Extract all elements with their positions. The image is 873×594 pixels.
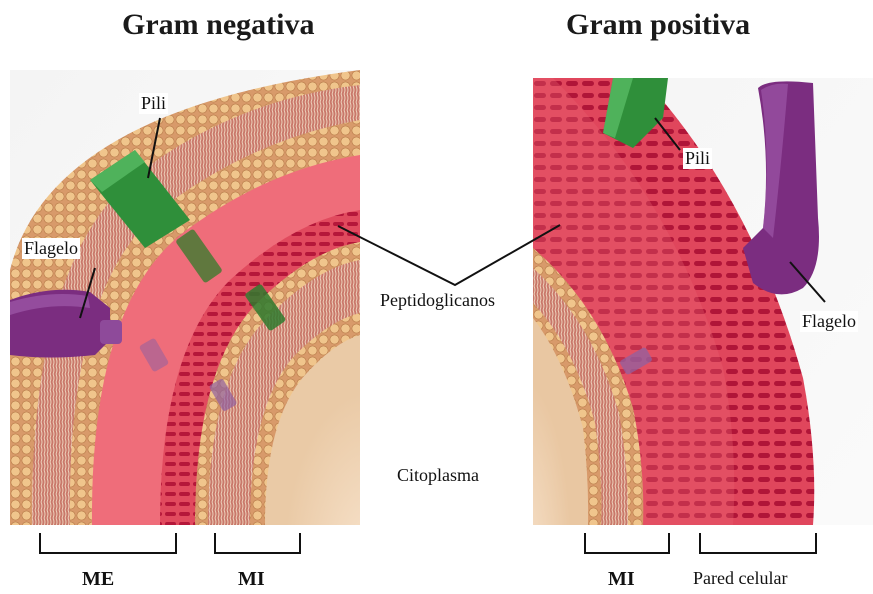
bracket-mi-pos (585, 533, 669, 553)
leader-line-flagelo-neg (80, 268, 95, 318)
label-pili-neg: Pili (139, 93, 168, 114)
label-me: ME (82, 568, 114, 591)
label-pili-pos: Pili (683, 148, 712, 169)
leader-line-pili-neg (148, 118, 160, 178)
label-citoplasma: Citoplasma (395, 465, 481, 486)
label-pared-celular: Pared celular (693, 568, 787, 589)
bracket-me (40, 533, 176, 553)
label-mi-pos: MI (608, 568, 635, 591)
bracket-mi-neg (215, 533, 300, 553)
label-mi-neg: MI (238, 568, 265, 591)
label-flagelo-pos: Flagelo (800, 311, 858, 332)
bracket-pared-celular (700, 533, 816, 553)
leader-line-pili-pos (655, 118, 680, 150)
leader-line-flagelo-pos (790, 262, 825, 302)
leader-line-peptidoglicanos (338, 225, 560, 285)
label-peptidoglicanos: Peptidoglicanos (378, 290, 497, 311)
label-flagelo-neg: Flagelo (22, 238, 80, 259)
